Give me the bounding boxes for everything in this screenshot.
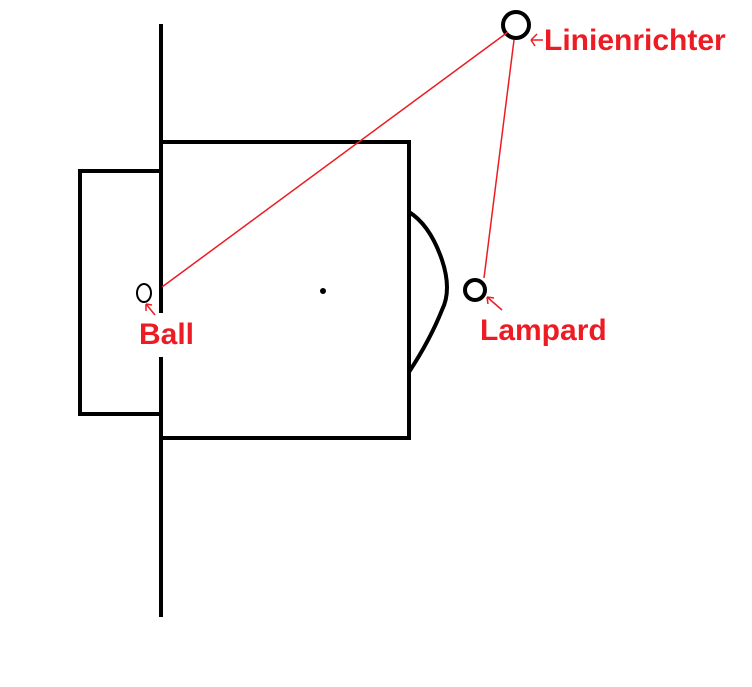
linesman-arrow-icon (530, 33, 543, 47)
sightline-linesman-lampard (483, 39, 515, 279)
penalty-arc (407, 210, 449, 374)
sightline-linesman-ball (161, 31, 509, 288)
penalty-box (161, 140, 411, 440)
ball-arrow-icon (145, 303, 156, 316)
ball-label: Ball (139, 318, 195, 351)
lampard-marker (463, 278, 487, 302)
penalty-spot (320, 288, 326, 294)
ball-marker (136, 283, 152, 303)
lampard-arrow-icon (486, 296, 503, 311)
lampard-label: Lampard (480, 314, 607, 347)
goal (78, 169, 161, 416)
linesman-label: Linienrichter (544, 24, 726, 57)
linesman-marker (501, 10, 531, 40)
